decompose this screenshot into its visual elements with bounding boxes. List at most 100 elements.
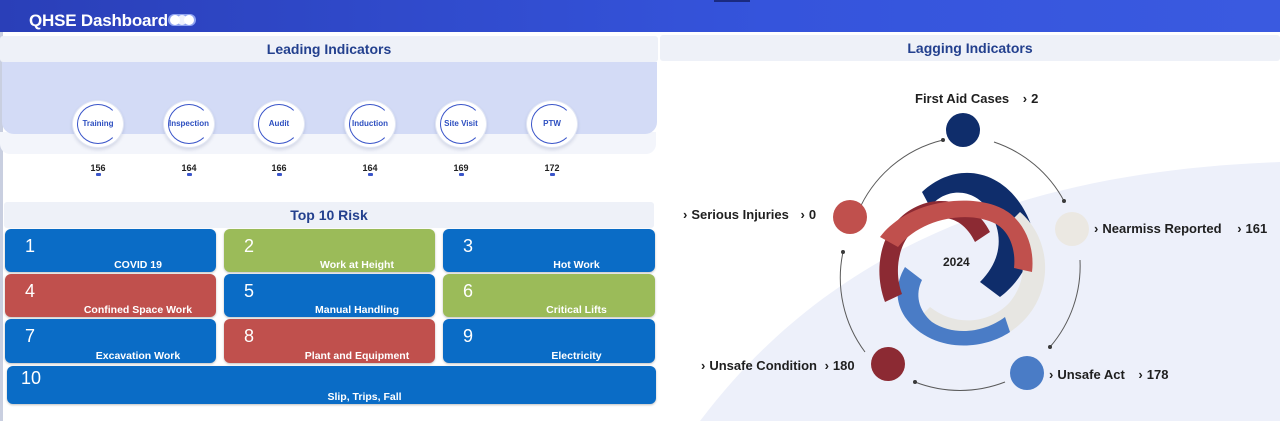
indicator-value: 166 <box>271 163 287 173</box>
indicator-arc <box>349 104 391 144</box>
risk-number: 7 <box>25 326 36 346</box>
orbit-dot <box>1062 199 1066 203</box>
risk-tile-4[interactable]: 4 Confined Space Work <box>5 274 216 317</box>
risk-tile-7[interactable]: 7 Excavation Work <box>5 319 216 363</box>
risk-name: Excavation Work <box>95 350 181 362</box>
orbit-segment <box>839 251 866 353</box>
risk-tile-1[interactable]: 1 COVID 19 <box>5 229 216 272</box>
risk-tile-6[interactable]: 6 Critical Lifts <box>443 274 655 317</box>
toggle-knob <box>170 15 180 25</box>
lagging-label: Nearmiss Reported <box>1102 221 1222 236</box>
risk-name: Confined Space Work <box>83 304 193 316</box>
background-wave <box>660 62 1280 421</box>
risk-number: 10 <box>21 368 42 388</box>
indicator-arc <box>258 104 300 144</box>
chevron-right-icon: › <box>1022 91 1028 106</box>
chevron-right-icon: › <box>683 207 688 222</box>
risk-tile-3[interactable]: 3 Hot Work <box>443 229 655 272</box>
orbit-dot <box>941 138 945 142</box>
active-tab-marker <box>714 0 750 2</box>
value-marker <box>367 173 373 176</box>
risk-tile-2[interactable]: 2 Work at Height <box>224 229 435 272</box>
leading-indicators-header: Leading Indicators <box>0 36 658 62</box>
node-nearmiss-reported <box>1055 212 1089 246</box>
risk-name: Electricity <box>551 350 602 362</box>
lagging-indicators-header: Lagging Indicators <box>660 35 1280 61</box>
risk-name: Critical Lifts <box>546 304 607 316</box>
value-marker <box>186 173 192 176</box>
risk-name: COVID 19 <box>114 259 162 271</box>
risk-name: Hot Work <box>553 259 600 271</box>
indicator-label: PTW <box>543 119 561 128</box>
risk-number: 9 <box>463 326 474 346</box>
orbit-dot <box>841 250 845 254</box>
title-bar: QHSE Dashboard <box>0 0 1280 32</box>
indicator-label: Training <box>82 119 114 128</box>
value-marker <box>276 173 282 176</box>
lagging-serious-injuries: ›Serious Injuries ›0 <box>683 207 816 222</box>
risk-tile-10[interactable]: 10 Slip, Trips, Fall <box>7 366 656 404</box>
lagging-value: 161 <box>1245 221 1268 236</box>
lagging-label: Serious Injuries <box>691 207 789 222</box>
indicator-value: 169 <box>453 163 469 173</box>
theme-toggle[interactable] <box>168 14 196 26</box>
lagging-label: Unsafe Condition <box>709 358 817 373</box>
chevron-right-icon: › <box>1138 367 1143 382</box>
left-edge <box>0 32 3 421</box>
orbit-segment <box>914 381 1006 391</box>
indicator-value-induction: 164 <box>350 163 390 176</box>
orbit-segment <box>1049 259 1081 348</box>
orbit-dot <box>1048 345 1052 349</box>
indicator-value-inspection: 164 <box>169 163 209 176</box>
indicator-label: Audit <box>268 119 290 128</box>
indicator-ptw[interactable]: PTW <box>526 100 578 148</box>
indicator-audit[interactable]: Audit <box>253 100 305 148</box>
risk-tile-8[interactable]: 8 Plant and Equipment <box>224 319 435 363</box>
lagging-first-aid-cases: First Aid Cases ›2 <box>915 91 1038 106</box>
lagging-nearmiss-reported: ›Nearmiss Reported ›161 <box>1094 221 1267 236</box>
risk-name: Manual Handling <box>315 304 399 316</box>
center-year: 2024 <box>943 255 970 269</box>
indicator-training[interactable]: Training <box>72 100 124 148</box>
node-serious-injuries <box>833 200 867 234</box>
indicator-value: 164 <box>362 163 378 173</box>
dashboard-title: QHSE Dashboard <box>29 11 168 30</box>
risk-name: Slip, Trips, Fall <box>327 391 402 403</box>
lagging-unsafe-act: ›Unsafe Act ›178 <box>1049 367 1168 382</box>
lagging-value: 180 <box>832 358 855 373</box>
toggle-knob <box>177 15 187 25</box>
ribbon-knot <box>879 172 1046 346</box>
top-risk-header: Top 10 Risk <box>4 202 654 228</box>
lagging-value: 178 <box>1146 367 1169 382</box>
indicator-site-visit[interactable]: Site Visit <box>435 100 487 148</box>
indicator-arc <box>77 104 119 144</box>
orbit-segment <box>993 141 1065 202</box>
risk-tile-9[interactable]: 9 Electricity <box>443 319 655 363</box>
chevron-right-icon: › <box>800 207 805 222</box>
chevron-right-icon: › <box>1049 367 1054 382</box>
indicator-label: Site Visit <box>444 119 478 128</box>
indicator-value: 172 <box>544 163 560 173</box>
node-unsafe-act <box>1010 356 1044 390</box>
risk-number: 1 <box>25 236 36 256</box>
indicator-inspection[interactable]: Inspection <box>163 100 215 148</box>
orbit-segment <box>857 139 944 213</box>
wave-shape <box>700 162 1280 421</box>
indicator-value-training: 156 <box>78 163 118 176</box>
indicator-value-audit: 166 <box>259 163 299 176</box>
risk-name: Plant and Equipment <box>304 350 410 362</box>
chevron-right-icon: › <box>1237 221 1242 236</box>
lagging-label: First Aid Cases <box>915 91 1010 106</box>
lagging-label: Unsafe Act <box>1057 367 1125 382</box>
node-unsafe-condition <box>871 347 905 381</box>
chevron-right-icon: › <box>824 358 829 373</box>
risk-tile-5[interactable]: 5 Manual Handling <box>224 274 435 317</box>
indicator-arc <box>168 104 210 144</box>
node-first-aid-cases <box>946 113 980 147</box>
indicator-label: Inspection <box>168 119 209 128</box>
indicator-arc <box>440 104 482 144</box>
indicator-induction[interactable]: Induction <box>344 100 396 148</box>
indicator-value: 156 <box>90 163 106 173</box>
toggle-knob <box>184 15 194 25</box>
risk-number: 2 <box>244 236 255 256</box>
